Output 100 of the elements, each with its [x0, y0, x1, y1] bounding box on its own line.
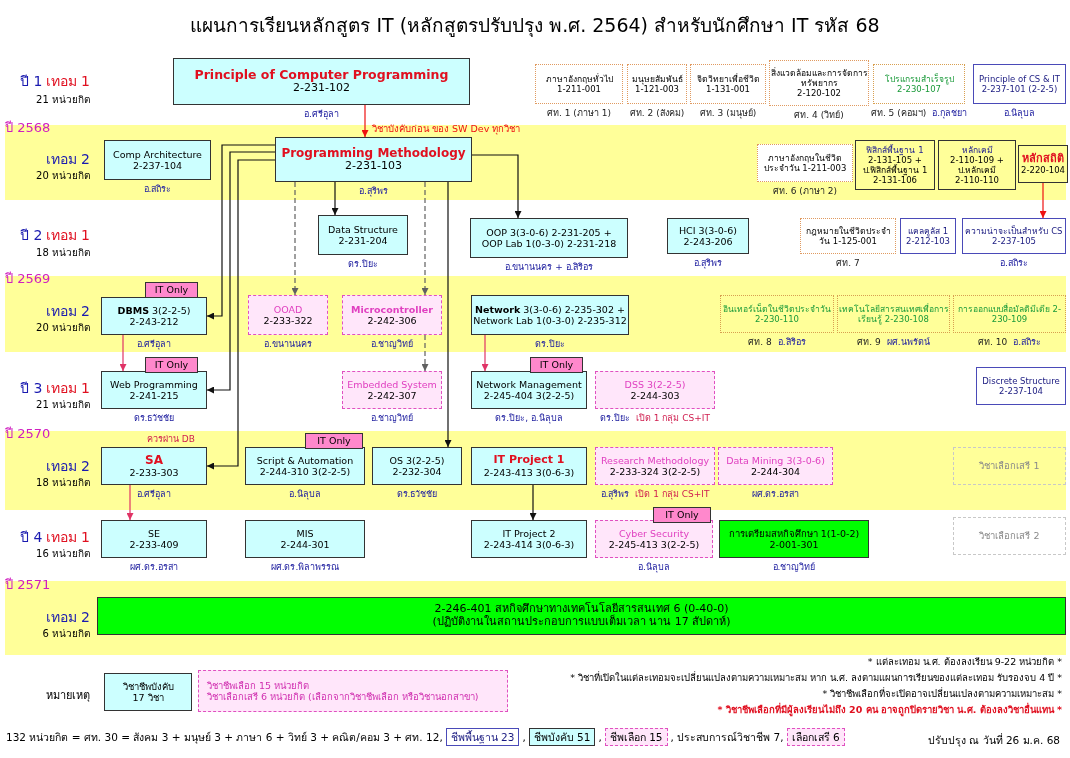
course-title: ฟิสิกส์พื้นฐาน 1 [866, 144, 924, 155]
course-box [938, 140, 1016, 190]
course-title: จิตวิทยาเพื่อชีวิต [696, 74, 760, 84]
course-detail: 2-001-301 [769, 539, 819, 551]
course-box [855, 140, 935, 190]
course-title: OS 3(2-2-5) [389, 454, 445, 466]
course-box [769, 60, 869, 106]
course-title: Network Management [476, 378, 582, 390]
course-note: ผศ.ดร.อรสา [751, 488, 800, 501]
credit-count: 18 หน่วยกิต [36, 476, 90, 490]
course-box [800, 218, 896, 254]
term-heading: เทอม 2 [45, 608, 90, 627]
course-note: เปิด 1 กลุ่ม CS+IT [635, 488, 710, 501]
course-title: การเตรียมสหกิจศึกษา 1(1-0-2) [728, 527, 860, 539]
course-note: ดร.ธวัชชัย [133, 412, 175, 425]
remark-text: * วิชาที่เปิดในแต่ละเทอมจะเปลี่ยนแปลงตามความเหมาะสม หาก น.ศ. ลงตามแผนการเรียนของแต่ละเทอม รับรองจบ 4 ปี * [570, 670, 1062, 685]
course-title: ชีพพื้นฐาน 23 [450, 731, 515, 744]
course-note: อ.กุลชยา [932, 107, 968, 120]
course-detail: 2-120-102 [797, 88, 841, 98]
course-title: ภาษาอังกฤษทั่วไป [545, 74, 613, 84]
course-title: Microcontroller [351, 303, 433, 315]
course-detail: 2-237-105 [992, 236, 1036, 246]
course-note: อ.นิลุบล [289, 488, 321, 501]
course-box [837, 295, 950, 333]
course-detail: 2-243-206 [683, 236, 733, 248]
course-box [667, 218, 749, 254]
course-box [101, 447, 207, 485]
course-title: HCI 3(3-0-6) [678, 224, 737, 236]
course-note: เปิด 1 กลุ่ม CS+IT [635, 412, 710, 425]
course-note: ดร.ปิยะ [600, 412, 630, 425]
course-title: Discrete Structure [982, 376, 1060, 386]
course-box [471, 371, 587, 409]
course-title: วิชาชีพบังคับ [122, 680, 174, 692]
course-box [719, 520, 869, 558]
course-box [97, 597, 1066, 635]
course-box [900, 218, 956, 254]
course-title: Embedded System [347, 378, 437, 390]
course-title: IT Project 1 [493, 453, 565, 467]
course-detail: 2-243-212 [129, 316, 179, 328]
course-title: การออกแบบสื่อมัลติมีเดีย 2-230-109 [956, 304, 1063, 324]
course-detail: 2-237-104 [132, 160, 183, 172]
course-title: ชีพบังคับ 51 [533, 731, 591, 744]
course-note: ผศ.ดร.อรสา [130, 561, 178, 574]
tag-badge [145, 357, 198, 373]
course-detail: 2-242-307 [367, 390, 417, 402]
course-box [101, 297, 207, 335]
arrow [471, 154, 522, 219]
course-box [318, 215, 408, 255]
course-detail: 2-131-106 [873, 175, 917, 186]
course-box [104, 673, 192, 711]
remark-heading: หมายเหตุ [46, 688, 90, 704]
credit-count: 21 หน่วยกิต [36, 398, 90, 412]
course-box [528, 728, 596, 747]
arrow [291, 181, 299, 296]
course-detail: 17 วิชา [132, 692, 164, 704]
tag-badge [653, 507, 711, 523]
remark-text: * วิชาชีพเลือกที่จะเปิดอาจเปลี่ยนแปลงตามความเหมาะสม * [822, 686, 1062, 701]
course-title: DSS 3(2-2-5) [624, 378, 686, 390]
arrow [206, 151, 276, 394]
warning-text: * วิชาชีพเลือกที่มีผู้ลงเรียนไม่ถึง 20 คน อาจถูกปิดรายวิชา น.ศ. ต้องลงวิชาอื่นแทน * [717, 702, 1062, 717]
course-title: เทคโนโลยีสารสนเทศเพื่อการเรียนรู้ 2-230-108 [838, 304, 949, 324]
year-heading: ปี 2 [20, 226, 43, 245]
term-heading: เทอม 2 [45, 302, 90, 321]
arrow [206, 159, 276, 470]
tag-badge [305, 433, 363, 449]
arrow [1039, 182, 1047, 219]
course-title: Script & Automation [256, 454, 354, 466]
tag-badge [530, 357, 583, 373]
course-note: อ.ศรีอุลา [136, 338, 172, 351]
course-detail: 2-244-303 [630, 390, 680, 402]
course-detail: 2-237-104 [999, 386, 1043, 396]
course-box [173, 58, 470, 105]
course-detail: 1-121-003 [635, 84, 679, 94]
course-note: ควรผ่าน DB [147, 433, 195, 446]
course-title: Principle of CS & IT [979, 74, 1060, 84]
course-detail: 2-131-105 + [868, 155, 922, 165]
course-note: ผศ.ดร.พิลาพรรณ [270, 561, 340, 574]
course-note: ศท. 6 (ภาษา 2) [773, 185, 837, 198]
course-detail: 2-243-414 3(0-6-3) [483, 539, 575, 551]
course-box [471, 447, 587, 485]
course-note: ศท. 10 [977, 336, 1008, 349]
course-detail: 2-110-110 [955, 175, 999, 186]
course-box [471, 295, 629, 335]
elective-course-box [342, 295, 442, 335]
course-box [720, 295, 834, 333]
course-box [445, 728, 520, 747]
course-note: อ.สุริพร [359, 185, 388, 198]
course-detail: วิชาเลือกเสรี 6 หน่วยกิต (เลือกจากวิชาชีพเลือก หรือวิชานอกสาขา) [207, 691, 479, 703]
course-box [245, 447, 365, 485]
course-box [535, 64, 623, 104]
elective-course-box [604, 728, 668, 747]
course-detail: 2-244-301 [280, 539, 330, 551]
credit-count: 16 หน่วยกิต [36, 547, 90, 561]
course-detail: 2-243-413 3(0-6-3) [483, 466, 575, 479]
credit-count: 20 หน่วยกิต [36, 169, 90, 183]
tag-text: IT Only [154, 284, 189, 296]
course-title: Research Methodology [600, 454, 710, 466]
arrow [444, 181, 452, 448]
course-box [962, 218, 1066, 254]
course-note: อ.ศรีอุลา [136, 488, 172, 501]
